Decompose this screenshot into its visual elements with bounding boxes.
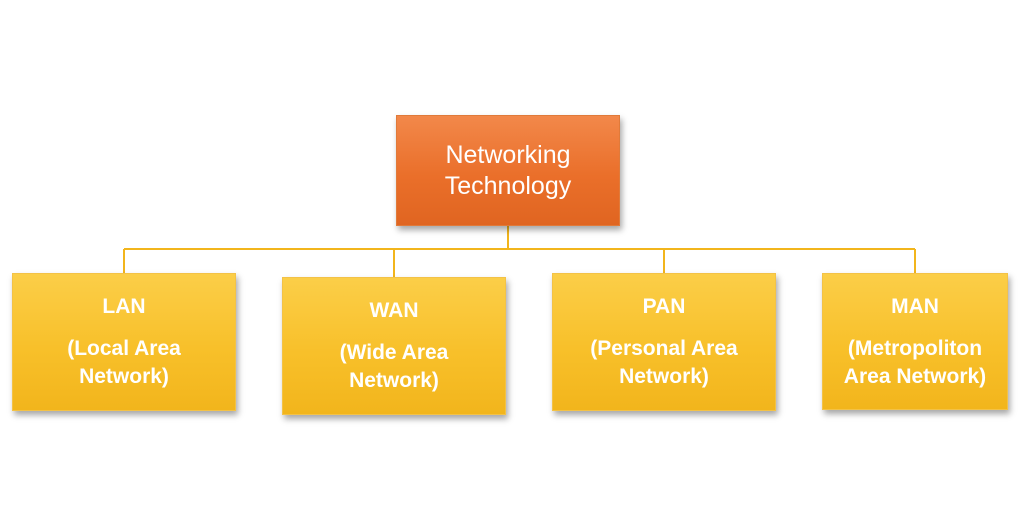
child-node-desc-line1: (Metropoliton — [847, 336, 983, 360]
child-node-desc-line1: (Local Area — [67, 337, 181, 360]
child-node-pan: PAN (Personal Area Network) — [552, 273, 776, 411]
child-node-desc-line2: Network) — [79, 365, 169, 388]
root-node-label-line2: Technology — [444, 171, 572, 200]
child-node-desc-line1: (Wide Area — [339, 341, 449, 364]
root-node-label-line1: Networking — [445, 140, 571, 169]
child-node-lan: LAN (Local Area Network) — [12, 273, 236, 411]
child-node-desc-line1: (Personal Area — [590, 337, 738, 360]
child-node-abbr: WAN — [369, 299, 419, 322]
child-node-desc-line2: Network) — [349, 369, 439, 392]
child-node-desc-line2: Network) — [619, 365, 709, 388]
child-node-abbr: LAN — [102, 295, 146, 318]
child-node-abbr: MAN — [891, 294, 939, 318]
child-node-man: MAN (Metropoliton Area Network) — [822, 273, 1008, 410]
child-node-desc-line2: Area Network) — [843, 364, 987, 388]
root-node-networking-technology: Networking Technology — [396, 115, 620, 226]
child-node-wan: WAN (Wide Area Network) — [282, 277, 506, 415]
child-node-abbr: PAN — [642, 295, 686, 318]
